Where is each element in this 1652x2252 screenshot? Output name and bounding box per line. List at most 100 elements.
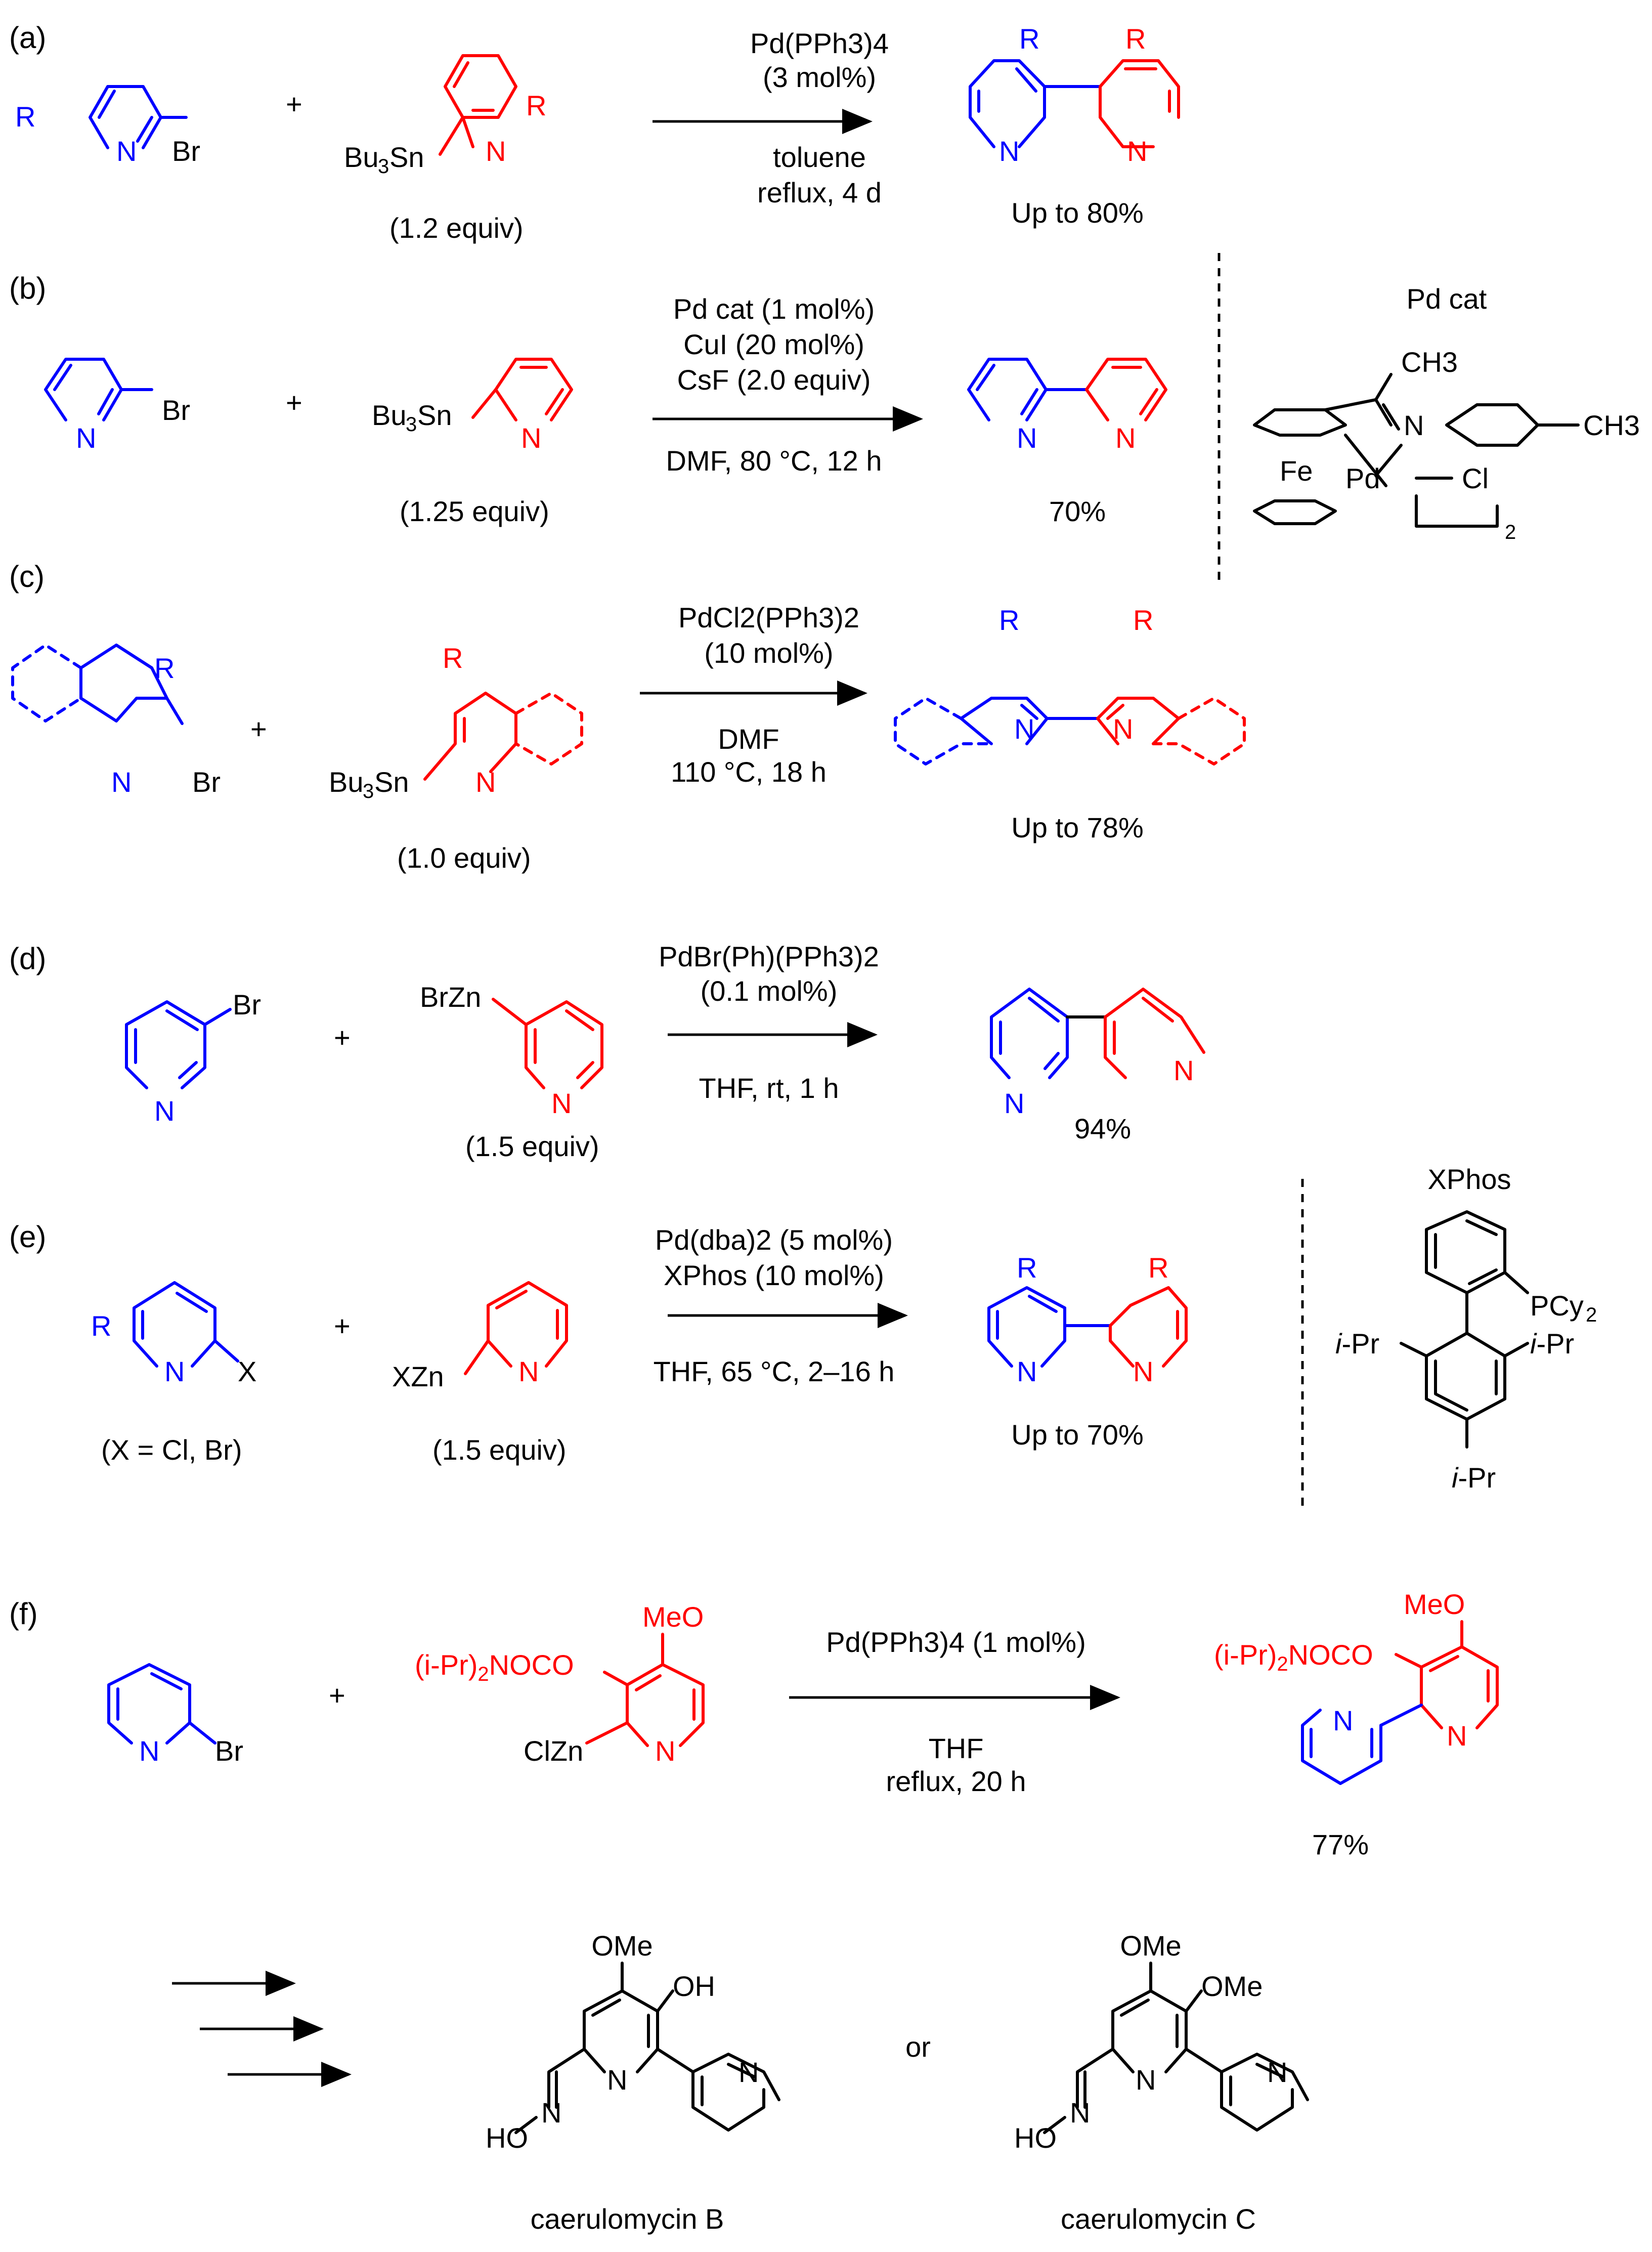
- panel-d-reagent2-equiv: (1.5 equiv): [465, 1130, 599, 1162]
- panel-f-reagent1-N: N: [139, 1735, 159, 1767]
- panel-e-reagent2-equiv: (1.5 equiv): [432, 1434, 567, 1466]
- panel-b-product-N1: N: [1017, 422, 1037, 454]
- panel-a-product-ring-red: [1099, 59, 1180, 148]
- panel-b-reagent1-structure: N Br: [44, 358, 190, 454]
- panel-c-conditions: PdCl2(PPh3)2 (10 mol%) DMF 110 °C, 18 h: [640, 602, 867, 788]
- panel-e-product-ring-blue: [987, 1286, 1066, 1368]
- panel-e-condition-2: XPhos (10 mol%): [664, 1259, 884, 1291]
- panel-f-multistep-arrows: [172, 1971, 352, 2087]
- panel-e-product-N2: N: [1133, 1355, 1153, 1387]
- panel-c-product: R R N N Up to 78%: [894, 604, 1246, 843]
- panel-e-yield: Up to 70%: [1011, 1419, 1144, 1451]
- panel-e-reagent2-ring: [464, 1281, 568, 1375]
- panel-b-reagent1-ring: [44, 358, 153, 421]
- panel-c-condition-2: (10 mol%): [704, 637, 833, 669]
- panel-e-reagent1-structure: R N X (X = Cl, Br): [91, 1281, 256, 1466]
- panel-e-ligand-pcy: PCy: [1530, 1290, 1584, 1322]
- panel-e-ligand-ipr-bottom: i-Pr: [1452, 1462, 1496, 1494]
- panel-c-product-N1: N: [1014, 713, 1034, 745]
- panel-f-product-ring-red: [1395, 1620, 1499, 1729]
- caerulomycin-b-bonds: [514, 1962, 780, 2134]
- panel-c-reagent1-structure: R N Br: [11, 644, 221, 798]
- panel-c-condition-3: DMF: [718, 723, 779, 755]
- panel-f-label: (f): [9, 1597, 38, 1631]
- panel-f-reagent2-carbamate: (i-Pr)2NOCO: [415, 1649, 574, 1685]
- panel-d-condition-1: PdBr(Ph)(PPh3)2: [659, 941, 879, 972]
- panel-d-conditions: PdBr(Ph)(PPh3)2 (0.1 mol%) THF, rt, 1 h: [659, 941, 879, 1104]
- panel-d-plus: +: [334, 1022, 351, 1053]
- panel-a-product-N2: N: [1127, 135, 1147, 167]
- panel-a-product-R2: R: [1125, 23, 1146, 55]
- panel-b-reagent2-suffix: Sn: [417, 399, 452, 431]
- caerulomycin-b-ome: OMe: [591, 1930, 653, 1962]
- panel-a-reagent1-R: R: [15, 101, 35, 133]
- panel-b-product-N2: N: [1115, 422, 1136, 454]
- panel-c-reagent2-prefix: Bu: [329, 766, 364, 798]
- panel-d-reagent2-metal: BrZn: [420, 981, 481, 1013]
- panel-d-condition-2: (0.1 mol%): [701, 975, 838, 1007]
- panel-a-label: (a): [9, 21, 46, 55]
- panel-b-catalyst-Pd: Pd: [1345, 462, 1380, 494]
- panel-d-product-ring-blue: [990, 988, 1069, 1079]
- panel-a-condition-2: (3 mol%): [763, 61, 876, 93]
- panel-a-reagent2-prefix: Bu: [344, 141, 379, 173]
- panel-f-reagent2-structure: MeO (i-Pr)2NOCO ClZn N: [415, 1601, 705, 1767]
- panel-a-reagent1-structure: R N Br: [15, 85, 200, 167]
- caerulomycin-c-ome2: OMe: [1201, 1970, 1263, 2002]
- panel-e-reagent2-N: N: [518, 1355, 539, 1387]
- panel-c-reagent1-Br: Br: [192, 766, 221, 798]
- panel-f-reagent2-metal: ClZn: [524, 1735, 583, 1767]
- panel-d-product-ring-red: [1104, 988, 1205, 1079]
- panel-d-reagent2-structure: BrZn N (1.5 equiv): [420, 981, 603, 1162]
- panel-f-product: MeO (i-Pr)2NOCO N N 77%: [1214, 1588, 1499, 1860]
- panel-f-plus: +: [329, 1679, 345, 1711]
- panel-f-product-ring-blue: [1301, 1709, 1382, 1785]
- panel-e-product-R2: R: [1148, 1252, 1168, 1284]
- panel-a-reagent1-N: N: [116, 135, 137, 167]
- panel-d-label: (d): [9, 942, 46, 975]
- panel-d-reagent1-N: N: [154, 1095, 175, 1127]
- panel-e-reagent1-ring: [133, 1281, 239, 1368]
- panel-b-condition-3: CsF (2.0 equiv): [677, 364, 871, 396]
- panel-c-reagent1-R: R: [154, 652, 175, 684]
- caerulomycin-b-N3: N: [541, 2097, 561, 2129]
- panel-f-product-N2: N: [1447, 1720, 1467, 1752]
- panel-e-ligand-pcy-sub: 2: [1586, 1304, 1597, 1326]
- panel-d-product: N N 94%: [990, 988, 1205, 1144]
- panel-b-catalyst-ch3-right: CH3: [1583, 409, 1640, 441]
- panel-b-catalyst-ch3-top: CH3: [1401, 346, 1458, 378]
- panel-a-reagent2-ring: [439, 54, 517, 156]
- panel-e-reagent2-metal: XZn: [392, 1361, 444, 1392]
- panel-b-catalyst-Cl: Cl: [1462, 462, 1489, 494]
- panel-a-reagent2-R: R: [526, 90, 546, 121]
- panel-c-reagent2-sub: 3: [363, 780, 374, 802]
- panel-a-plus: +: [286, 88, 302, 120]
- panel-d-product-N2: N: [1173, 1054, 1194, 1086]
- panel-f-condition-1: Pd(PPh3)4 (1 mol%): [826, 1626, 1086, 1658]
- panel-f-reagent1-structure: N Br: [107, 1663, 243, 1767]
- panel-f-condition-2: THF: [929, 1732, 984, 1764]
- panel-c-product-N2: N: [1113, 713, 1133, 745]
- panel-d-condition-3: THF, rt, 1 h: [699, 1072, 839, 1104]
- panel-b-catalyst: Pd cat CH3 N CH3 Fe Pd Cl 2: [1253, 283, 1640, 543]
- panel-b-condition-1: Pd cat (1 mol%): [673, 293, 875, 325]
- caerulomycin-b-N1: N: [607, 2064, 627, 2096]
- caerulomycin-c-name: caerulomycin C: [1061, 2203, 1256, 2235]
- panel-c-reagent1-rings: [79, 644, 184, 725]
- panel-c-reagent2-equiv: (1.0 equiv): [397, 842, 531, 874]
- panel-c-plus: +: [250, 713, 267, 745]
- panel-a: (a) R N Br + Bu 3 Sn N R (1.2 eq: [9, 21, 1180, 244]
- panel-b-catalyst-bonds: [1253, 373, 1580, 528]
- panel-c-product-ring-red: [1096, 697, 1180, 745]
- panel-e-product: R R N N Up to 70%: [987, 1252, 1188, 1451]
- panel-c-reagent2-rings: [423, 692, 517, 781]
- panel-b: (b) N Br + Bu 3 Sn N (1.25 equiv) Pd cat…: [9, 253, 1640, 582]
- caerulomycin-b-N2: N: [738, 2056, 759, 2088]
- panel-a-product: R R N N Up to 80%: [969, 23, 1180, 229]
- caerulomycin-c-ho: HO: [1014, 2122, 1057, 2154]
- panel-c-condition-1: PdCl2(PPh3)2: [678, 602, 859, 633]
- panel-f-reagent2-N: N: [655, 1735, 675, 1767]
- panel-b-reagent2-prefix: Bu: [372, 399, 407, 431]
- panel-e-ligand: XPhos PCy 2 i-Pr i-Pr i-Pr: [1335, 1163, 1597, 1494]
- panel-f-yield: 77%: [1312, 1829, 1369, 1860]
